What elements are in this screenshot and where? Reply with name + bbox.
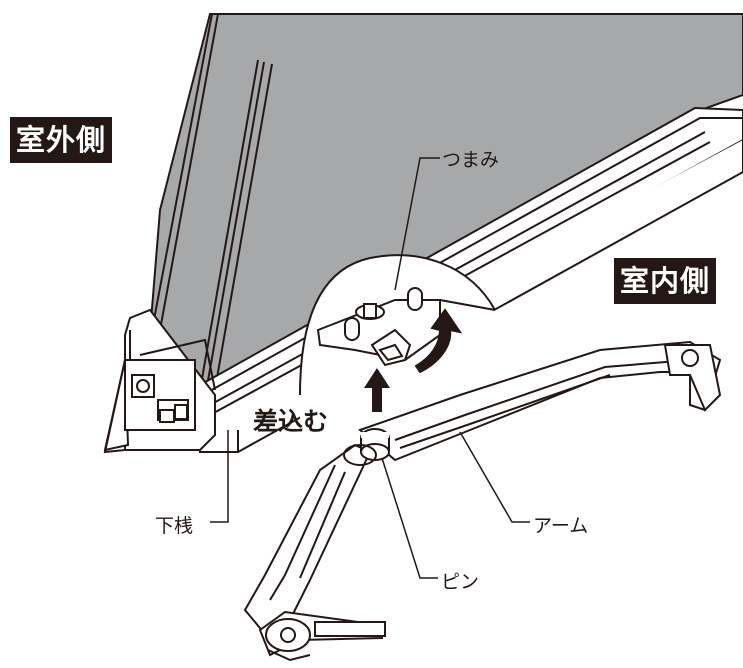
bottom-rail-label: 下桟 xyxy=(155,515,194,537)
up-arrow xyxy=(364,368,390,412)
pin-label: ピン xyxy=(441,571,480,593)
stay-arm xyxy=(243,340,722,662)
insert-label: 差込む xyxy=(253,407,329,436)
knob-callout xyxy=(299,254,496,430)
sash-frame xyxy=(151,13,273,396)
corner-bracket xyxy=(103,308,216,454)
indoor-side-label: 室内側 xyxy=(614,258,717,304)
outdoor-side-label: 室外側 xyxy=(10,117,113,163)
leader-lines xyxy=(210,157,530,579)
rotate-arrow xyxy=(414,308,463,374)
arm-label: アーム xyxy=(533,515,589,537)
knob-label: つまみ xyxy=(442,149,500,171)
